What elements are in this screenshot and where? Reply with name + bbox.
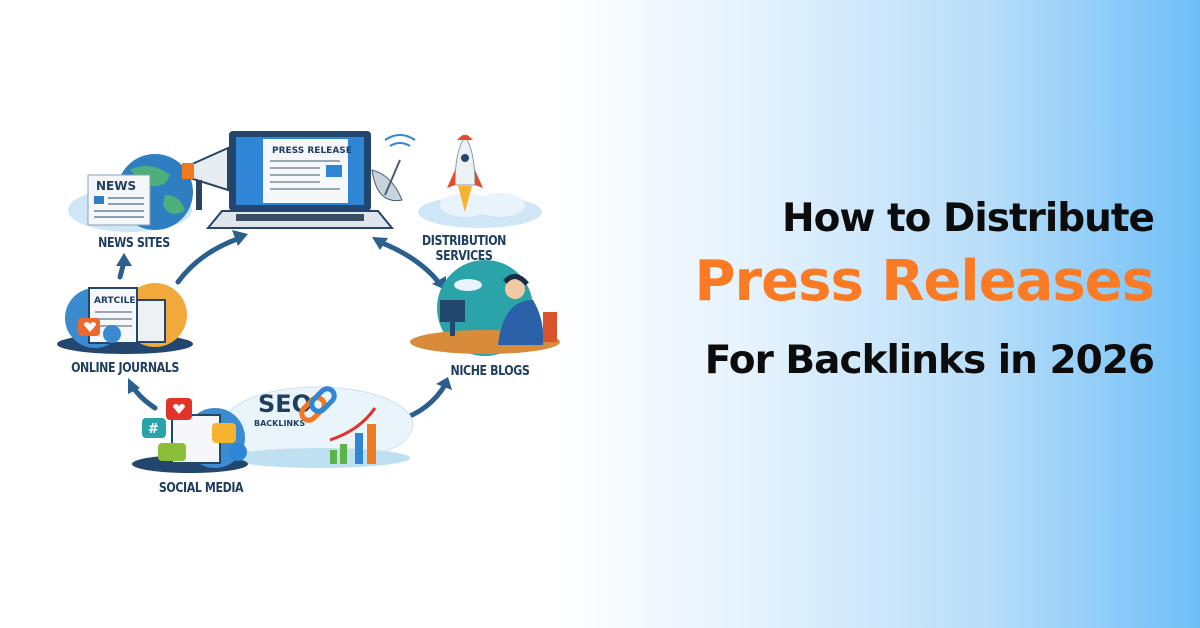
headline-line-3: For Backlinks in 2026 <box>704 338 1155 383</box>
chain-link-icon <box>299 386 337 423</box>
backlinks-text: BACKLINKS <box>254 419 305 428</box>
megaphone-icon <box>182 146 229 210</box>
node-label-online-journals: ONLINE JOURNALS <box>71 361 179 376</box>
social-media-graphic: # <box>132 398 248 473</box>
node-label-social-media: SOCIAL MEDIA <box>158 481 244 496</box>
node-label-news-sites: NEWS SITES <box>98 236 170 251</box>
online-journals-graphic: ARTCILE <box>57 283 193 354</box>
laptop-press-release: PRESS RELEASE <box>205 131 395 229</box>
node-label-distribution-services-line1: DISTRIBUTION <box>422 234 506 249</box>
news-sites-graphic: NEWS <box>68 154 193 232</box>
svg-text:#: # <box>148 422 159 437</box>
headline-line-2: Press Releases <box>694 249 1155 314</box>
arrow-laptop-blogs <box>377 239 443 287</box>
arrow-social-to-journals <box>130 384 158 411</box>
node-label-distribution-services-line2: SERVICES <box>435 249 493 264</box>
arrow-journals-to-laptop <box>175 235 243 285</box>
headline-line-1: How to Distribute <box>781 196 1155 241</box>
node-label-niche-blogs: NICHE BLOGS <box>450 364 530 379</box>
press-release-screen-text: PRESS RELEASE <box>272 146 352 156</box>
article-text: ARTCILE <box>94 296 135 306</box>
seo-backlinks-graphic: SEO BACKLINKS <box>222 386 414 468</box>
newspaper-text: NEWS <box>96 179 136 193</box>
bar-chart-icon <box>330 424 376 464</box>
niche-blogs-graphic <box>410 260 560 356</box>
rocket-icon <box>418 134 542 228</box>
satellite-dish-icon <box>371 134 416 202</box>
